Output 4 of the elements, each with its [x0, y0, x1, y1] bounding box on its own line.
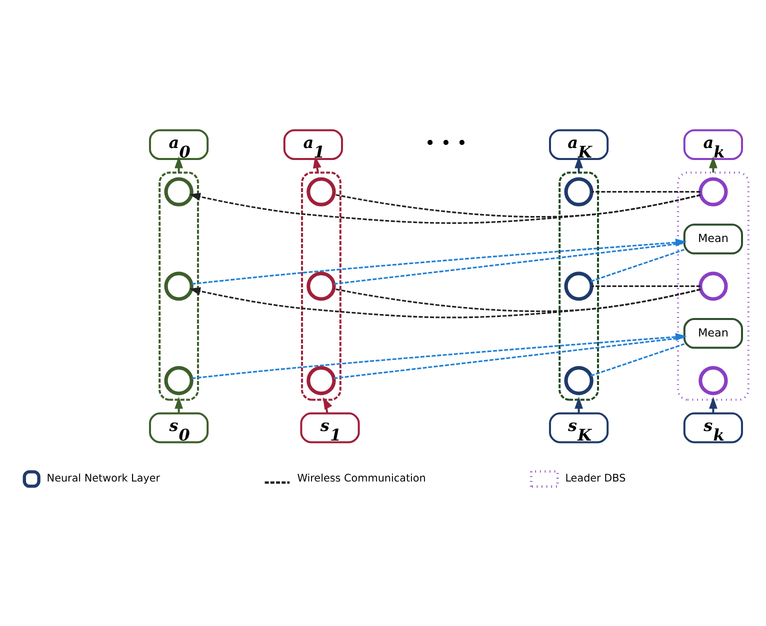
label: • • • — [424, 134, 468, 154]
legend-label: Wireless Communication — [297, 472, 426, 485]
legend-label: Leader DBS — [565, 472, 626, 485]
legend-label: Neural Network Layer — [46, 472, 160, 485]
